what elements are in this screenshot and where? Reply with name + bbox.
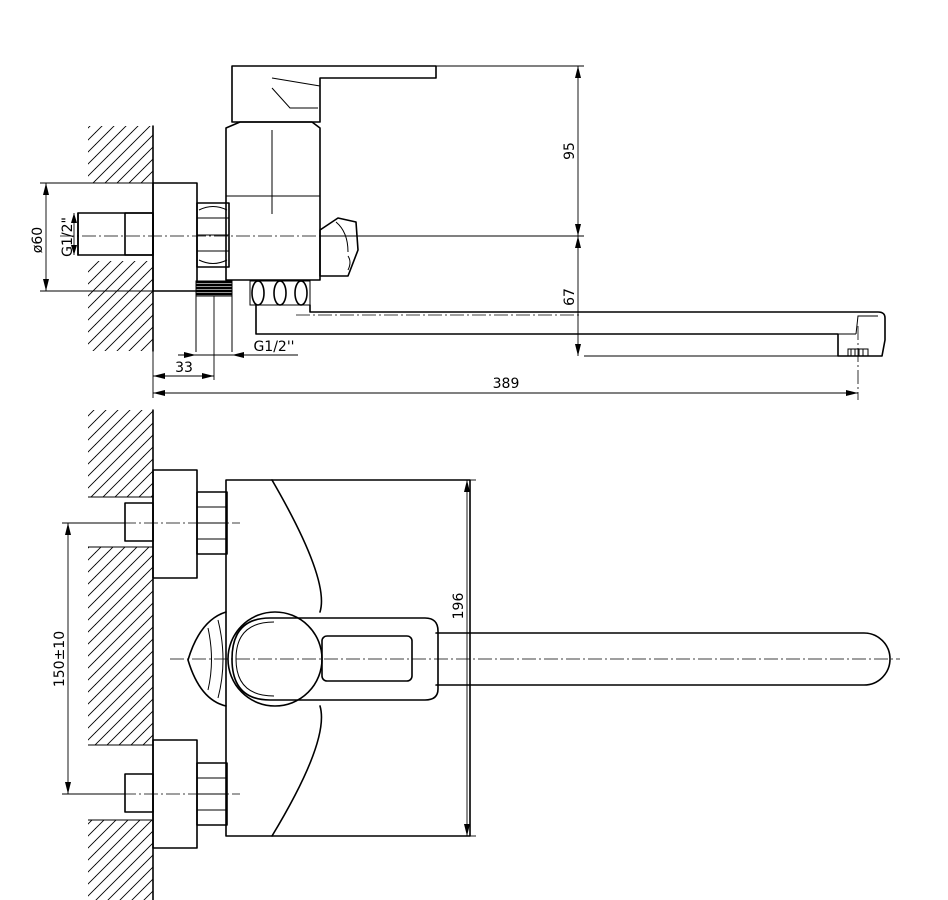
dim-67-label: 67 xyxy=(562,288,578,306)
side-view: 95 67 ø60 G1/2" 33 G xyxy=(30,65,886,400)
dimension-height xyxy=(320,65,858,357)
hex-nut-side xyxy=(196,202,230,268)
dimension-inlet-spacing xyxy=(62,522,125,795)
dim-95-label: 95 xyxy=(562,142,578,160)
dim-389-label: 389 xyxy=(493,376,520,392)
dimension-flange-diameter xyxy=(40,182,153,292)
dimension-overall-length xyxy=(153,390,858,396)
swivel-rings xyxy=(249,280,311,306)
thread-outlet-label: G1/2'' xyxy=(253,339,294,355)
dim-196-label: 196 xyxy=(451,593,467,620)
dimension-wall-thread xyxy=(71,213,77,255)
inlet-pipe-side xyxy=(77,212,154,256)
dim-150-label: 150±10 xyxy=(52,631,68,687)
dimension-wall-offset xyxy=(152,296,298,398)
thread-wall-label: G1/2" xyxy=(60,217,76,257)
faucet-body-side xyxy=(225,65,437,281)
dim-diameter-label: ø60 xyxy=(30,227,46,253)
wall-top xyxy=(88,409,154,900)
wall-flange-side xyxy=(152,182,198,292)
spout-top xyxy=(435,632,891,686)
dimension-depth xyxy=(464,479,476,837)
dim-33-label: 33 xyxy=(175,360,193,376)
top-view: 196 150±10 xyxy=(52,409,900,900)
knurled-connector xyxy=(195,280,233,297)
spout-side xyxy=(255,304,886,357)
faucet-body-top xyxy=(187,479,471,837)
wall-side xyxy=(78,125,154,352)
